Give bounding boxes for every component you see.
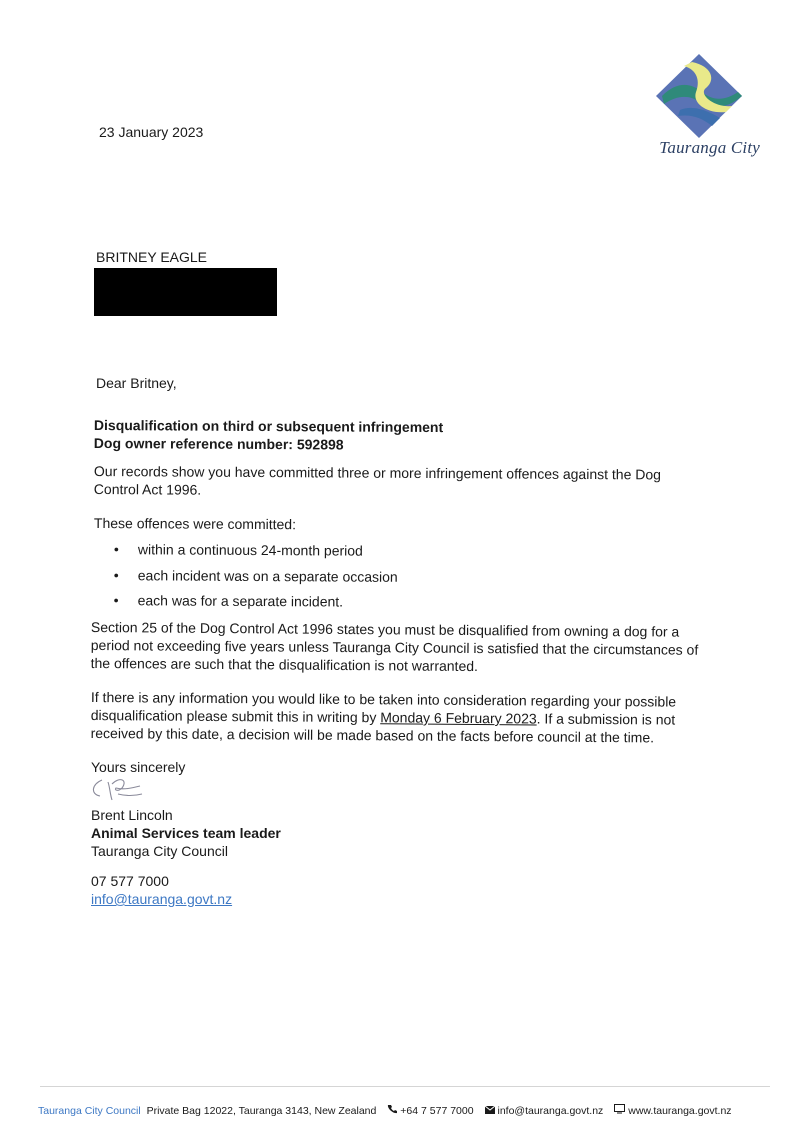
list-item-text: each was for a separate incident. bbox=[137, 592, 344, 610]
logo-wordmark: Tauranga City bbox=[659, 138, 760, 157]
bullet-icon: • bbox=[113, 541, 119, 558]
bullet-icon: • bbox=[113, 592, 119, 609]
signer-block: Brent Lincoln Animal Services team leade… bbox=[91, 806, 281, 860]
footer-address: Private Bag 12022, Tauranga 3143, New Ze… bbox=[146, 1105, 377, 1117]
signer-organisation: Tauranga City Council bbox=[91, 843, 228, 859]
list-item: • each was for a separate incident. bbox=[94, 591, 714, 620]
offence-conditions-list: • within a continuous 24-month period • … bbox=[94, 540, 714, 620]
signer-name: Brent Lincoln bbox=[91, 807, 173, 823]
list-item-text: within a continuous 24-month period bbox=[137, 541, 363, 559]
logo-diamond-icon bbox=[656, 54, 742, 138]
paragraph-offences-intro: These offences were committed: bbox=[93, 515, 297, 533]
footer-website[interactable]: www.tauranga.govt.nz bbox=[628, 1105, 732, 1117]
footer-council-name: Tauranga City Council bbox=[38, 1105, 141, 1117]
paragraph-section-25: Section 25 of the Dog Control Act 1996 s… bbox=[90, 618, 699, 675]
closing: Yours sincerely bbox=[91, 759, 186, 775]
letter-date: 23 January 2023 bbox=[99, 124, 204, 140]
footer-email[interactable]: info@tauranga.govt.nz bbox=[497, 1105, 604, 1117]
list-item: • each incident was on a separate occasi… bbox=[94, 565, 714, 594]
bullet-icon: • bbox=[113, 566, 119, 583]
handwritten-signature bbox=[88, 774, 168, 809]
subject-heading: Disqualification on third or subsequent … bbox=[94, 416, 694, 456]
envelope-icon bbox=[484, 1105, 495, 1119]
tauranga-city-logo: Tauranga City bbox=[636, 52, 760, 162]
contact-phone: 07 577 7000 bbox=[91, 873, 169, 889]
redacted-address-block bbox=[94, 268, 277, 316]
list-item-text: each incident was on a separate occasion bbox=[137, 566, 398, 585]
signer-title: Animal Services team leader bbox=[91, 825, 281, 841]
list-item: • within a continuous 24-month period bbox=[94, 540, 714, 569]
phone-icon bbox=[387, 1104, 398, 1119]
monitor-icon bbox=[614, 1104, 626, 1119]
contact-block: 07 577 7000 info@tauranga.govt.nz bbox=[91, 872, 232, 908]
recipient-name: BRITNEY EAGLE bbox=[96, 249, 208, 265]
footer-phone: +64 7 577 7000 bbox=[400, 1105, 474, 1117]
salutation: Dear Britney, bbox=[96, 375, 177, 391]
submission-deadline: Monday 6 February 2023 bbox=[380, 709, 537, 727]
footer-divider bbox=[40, 1086, 770, 1087]
paragraph-submission: If there is any information you would li… bbox=[91, 688, 716, 747]
paragraph-records: Our records show you have committed thre… bbox=[93, 462, 662, 498]
reference-number-line: Dog owner reference number: 592898 bbox=[93, 434, 344, 453]
contact-email-link[interactable]: info@tauranga.govt.nz bbox=[91, 891, 233, 907]
footer: Tauranga City Council Private Bag 12022,… bbox=[38, 1104, 778, 1119]
